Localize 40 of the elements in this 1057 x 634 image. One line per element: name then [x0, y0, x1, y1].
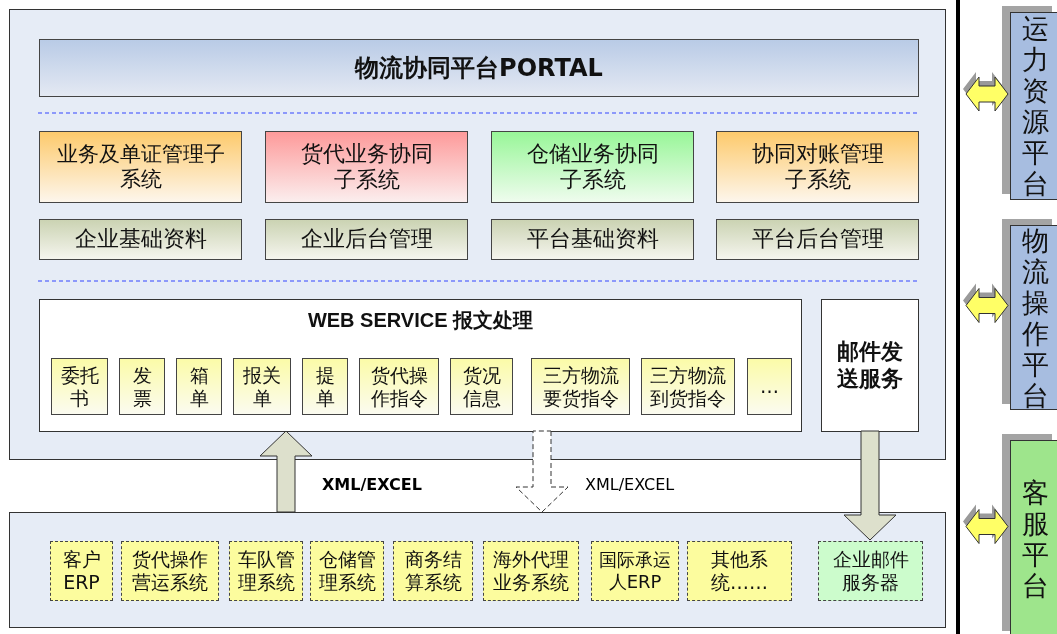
- system-box: 车队管理系统: [229, 541, 303, 601]
- message-box: …: [747, 358, 792, 415]
- module-box: 平台后台管理: [716, 219, 919, 260]
- edge-label: XML/EXCEL: [322, 475, 422, 494]
- module-box: 平台基础资料: [491, 219, 694, 260]
- module-box: 企业后台管理: [265, 219, 468, 260]
- message-box: 报关单: [233, 358, 291, 415]
- block-arrow: [259, 430, 313, 513]
- message-box: 提单: [302, 358, 348, 415]
- double-arrow: [963, 283, 1009, 323]
- message-box: 箱单: [176, 358, 222, 415]
- subsystem-box: 协同对账管理子系统: [716, 131, 919, 203]
- subsystem-box: 货代业务协同子系统: [265, 131, 468, 203]
- block-arrow: [515, 430, 569, 513]
- system-box: 海外代理业务系统: [483, 541, 579, 601]
- system-box: 仓储管理系统: [310, 541, 384, 601]
- double-arrow: [963, 72, 1009, 112]
- service-box: 邮件发送服务: [821, 299, 919, 432]
- panel-box: [9, 512, 946, 628]
- system-box: 商务结算系统: [393, 541, 473, 601]
- message-box: 货况信息: [450, 358, 513, 415]
- message-box: 发票: [119, 358, 165, 415]
- system-box: 国际承运人ERP: [591, 541, 679, 601]
- server-box: 企业邮件服务器: [818, 541, 923, 601]
- panel-box: [9, 9, 946, 460]
- edge-label: XML/EXCEL: [585, 475, 675, 494]
- system-box: 客户ERP: [50, 541, 113, 601]
- message-box: 货代操作指令: [359, 358, 439, 415]
- system-box: 其他系统……: [687, 541, 792, 601]
- subsystem-box: 业务及单证管理子系统: [39, 131, 242, 203]
- system-box: 货代操作营运系统: [121, 541, 219, 601]
- subsystem-box: 仓储业务协同子系统: [491, 131, 694, 203]
- portal-box: 物流协同平台PORTAL: [39, 39, 919, 97]
- message-box: 三方物流要货指令: [531, 358, 630, 415]
- block-arrow: [843, 430, 897, 541]
- message-box: 三方物流到货指令: [641, 358, 735, 415]
- service-box: WEB SERVICE 报文处理 委托书 发票 箱单 报关单 提单 货代操作指令 货况信息 三方物流要货指令 三方物流到货指令 …: [39, 299, 802, 432]
- double-arrow: [963, 504, 1009, 544]
- message-box: 委托书: [51, 358, 108, 415]
- module-box: 企业基础资料: [39, 219, 242, 260]
